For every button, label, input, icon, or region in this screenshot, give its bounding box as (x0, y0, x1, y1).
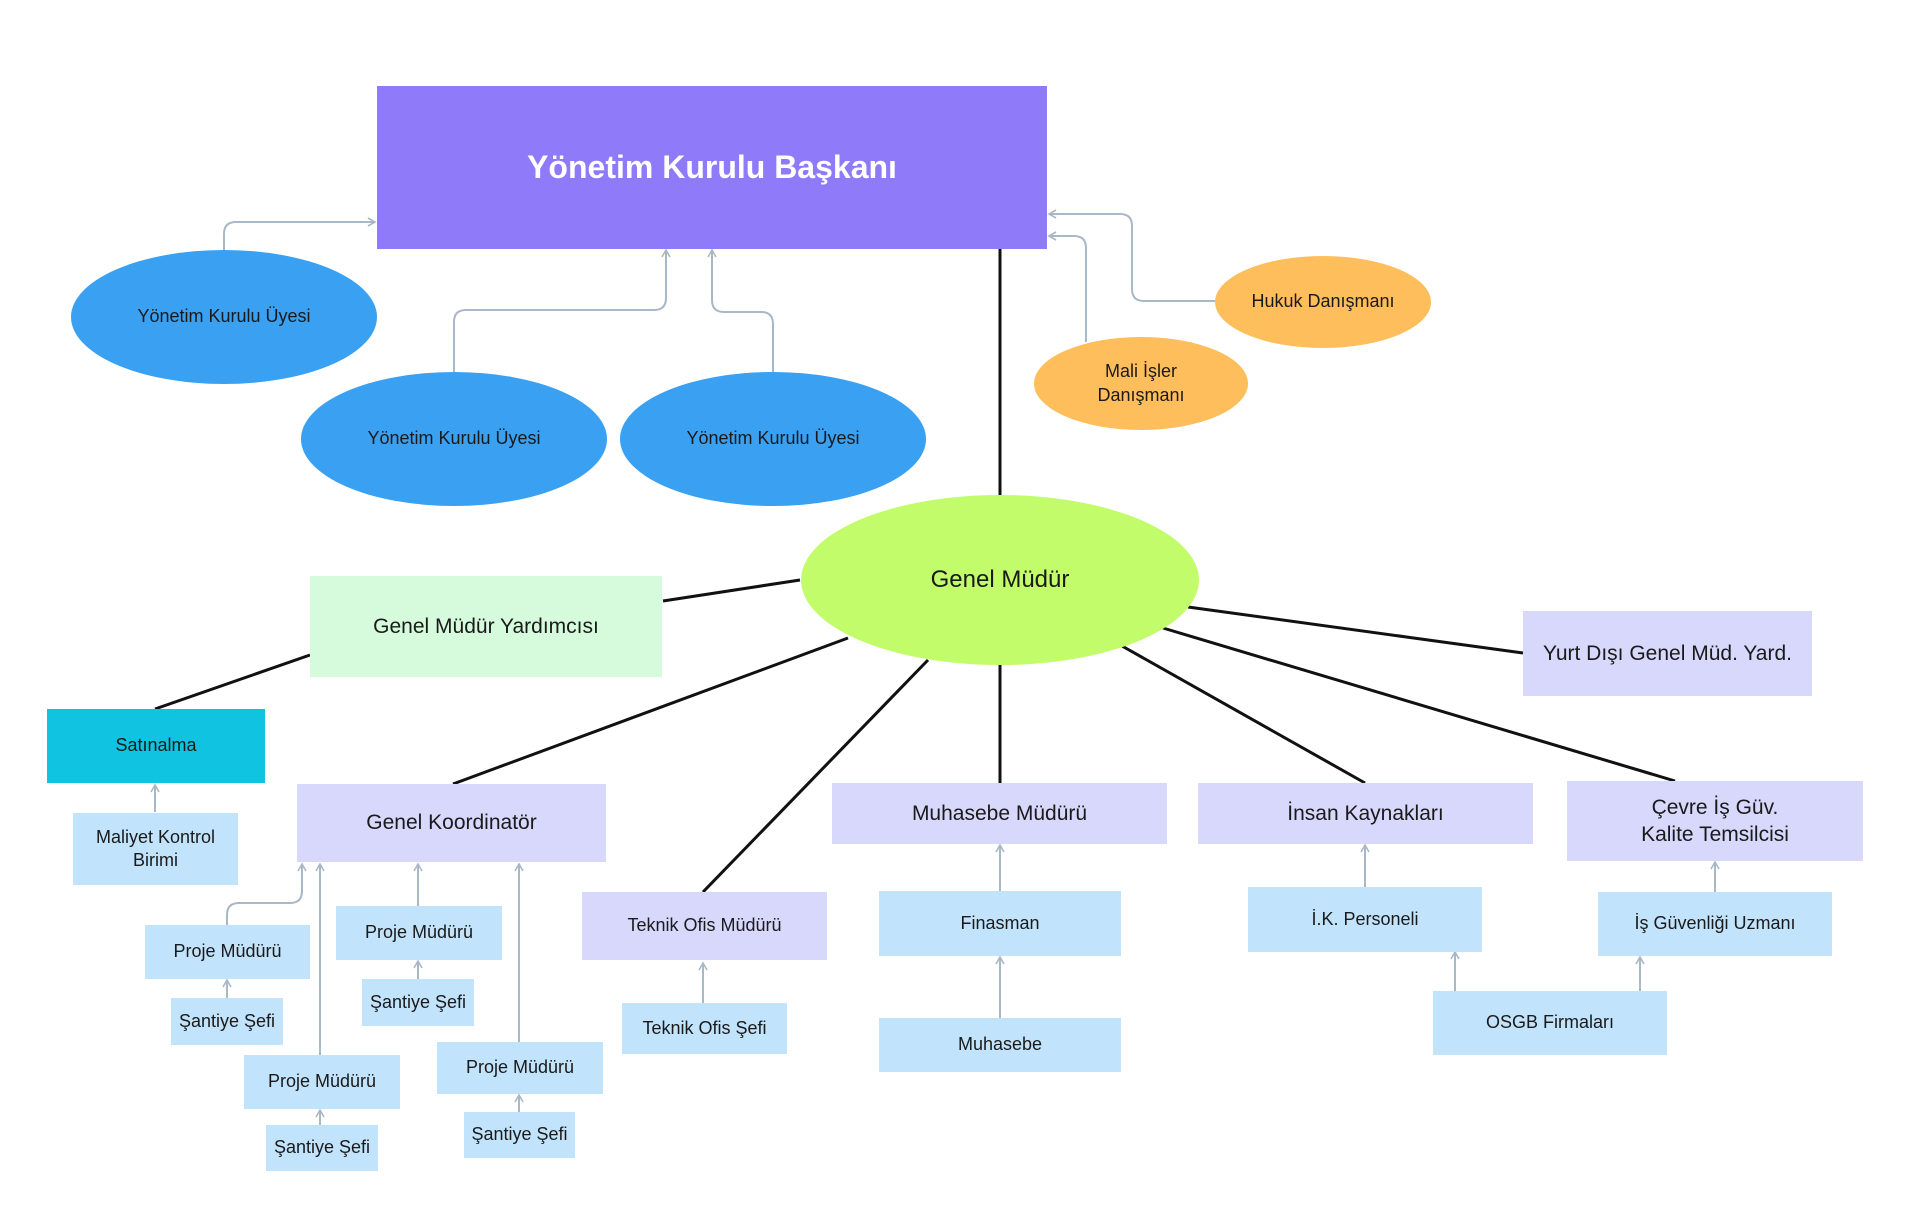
hr-staff-box: İ.K. Personeli (1248, 887, 1482, 952)
general-manager-label: Genel Müdür (930, 566, 1070, 594)
cost-control-label: Maliyet Kontrol Birimi (95, 826, 216, 870)
site-chief-3-box: Şantiye Şefi (266, 1125, 378, 1171)
site-chief-1-box: Şantiye Şefi (171, 998, 283, 1045)
technical-office-chief-box: Teknik Ofis Şefi (622, 1003, 787, 1054)
arrow-connectors (150, 209, 1720, 1125)
site-chief-4-label: Şantiye Şefi (471, 1124, 568, 1145)
safety-specialist-label: İş Güvenliği Uzmanı (1634, 913, 1796, 934)
technical-office-chief-label: Teknik Ofis Şefi (642, 1017, 767, 1038)
hr-staff-label: İ.K. Personeli (1311, 908, 1419, 929)
accounting-manager-box: Muhasebe Müdürü (832, 783, 1167, 844)
board-chair-box: Yönetim Kurulu Başkanı (377, 86, 1047, 249)
arrow-financial-chair (1047, 231, 1087, 342)
finance-label: Finasman (960, 912, 1040, 933)
project-manager-3-box: Proje Müdürü (244, 1055, 400, 1109)
main-connectors (154, 249, 1676, 894)
financial-advisor-ellipse: Mali İşler Danışmanı (1034, 337, 1248, 430)
deputy-gm-box: Genel Müdür Yardımcısı (310, 576, 662, 677)
site-chief-3-label: Şantiye Şefi (273, 1137, 371, 1158)
general-coordinator-label: Genel Koordinatör (366, 811, 537, 835)
arrow-legal-chair (1047, 209, 1215, 302)
board-member-1-label: Yönetim Kurulu Üyesi (137, 306, 311, 327)
board-member-2-label: Yönetim Kurulu Üyesi (367, 428, 541, 449)
project-manager-1-label: Proje Müdürü (173, 941, 282, 962)
board-member-2-ellipse: Yönetim Kurulu Üyesi (301, 372, 607, 506)
accounting-label: Muhasebe (957, 1034, 1043, 1055)
line-gm-technical-office (701, 658, 930, 894)
site-chief-2-box: Şantiye Şefi (362, 979, 474, 1026)
osgb-firms-box: OSGB Firmaları (1433, 991, 1667, 1055)
board-chair-label: Yönetim Kurulu Başkanı (527, 148, 897, 185)
accounting-box: Muhasebe (879, 1018, 1121, 1072)
line-gm-foreign (1187, 605, 1524, 655)
general-coordinator-box: Genel Koordinatör (297, 784, 606, 862)
human-resources-box: İnsan Kaynakları (1198, 783, 1533, 844)
arrow-member1-chair (223, 217, 377, 250)
line-gm-coordinator (452, 636, 849, 786)
foreign-deputy-box: Yurt Dışı Genel Müd. Yard. (1523, 611, 1812, 696)
foreign-deputy-label: Yurt Dışı Genel Müd. Yard. (1542, 641, 1792, 665)
osgb-firms-label: OSGB Firmaları (1485, 1012, 1614, 1033)
board-member-3-ellipse: Yönetim Kurulu Üyesi (620, 372, 926, 506)
cost-control-box: Maliyet Kontrol Birimi (73, 813, 238, 885)
legal-advisor-ellipse: Hukuk Danışmanı (1215, 256, 1431, 348)
purchasing-label: Satınalma (115, 735, 197, 756)
site-chief-4-box: Şantiye Şefi (464, 1112, 575, 1158)
arrow-member3-chair (707, 248, 774, 372)
site-chief-2-label: Şantiye Şefi (369, 991, 467, 1012)
board-member-3-label: Yönetim Kurulu Üyesi (686, 428, 860, 449)
project-manager-3-label: Proje Müdürü (267, 1071, 377, 1092)
project-manager-2-box: Proje Müdürü (336, 906, 502, 960)
legal-advisor-label: Hukuk Danışmanı (1251, 291, 1395, 312)
project-manager-4-label: Proje Müdürü (465, 1057, 575, 1078)
site-chief-1-label: Şantiye Şefi (178, 1010, 276, 1031)
ehs-quality-label: Çevre İş Güv. Kalite Temsilcisi (1641, 795, 1789, 846)
purchasing-box: Satınalma (47, 709, 265, 783)
safety-specialist-box: İş Güvenliği Uzmanı (1598, 892, 1832, 956)
arrow-pm1-coordinator (226, 862, 307, 925)
board-member-1-ellipse: Yönetim Kurulu Üyesi (71, 250, 377, 384)
arrow-member2-chair (453, 248, 671, 372)
line-deputy-purchasing (154, 653, 311, 711)
accounting-manager-label: Muhasebe Müdürü (911, 801, 1088, 825)
technical-office-manager-label: Teknik Ofis Müdürü (627, 915, 782, 936)
deputy-gm-label: Genel Müdür Yardımcısı (373, 614, 599, 638)
financial-advisor-label: Mali İşler Danışmanı (1097, 361, 1185, 405)
line-gm-hr (1121, 644, 1366, 785)
line-gm-deputy (662, 578, 801, 603)
project-manager-2-label: Proje Müdürü (364, 922, 474, 943)
project-manager-4-box: Proje Müdürü (437, 1042, 603, 1094)
finance-box: Finasman (879, 891, 1121, 956)
project-manager-1-box: Proje Müdürü (145, 925, 310, 979)
ehs-quality-box: Çevre İş Güv. Kalite Temsilcisi (1567, 781, 1863, 861)
technical-office-manager-box: Teknik Ofis Müdürü (582, 892, 827, 960)
line-gm-ehs (1162, 626, 1676, 783)
general-manager-ellipse: Genel Müdür (801, 495, 1199, 665)
human-resources-label: İnsan Kaynakları (1287, 801, 1444, 825)
